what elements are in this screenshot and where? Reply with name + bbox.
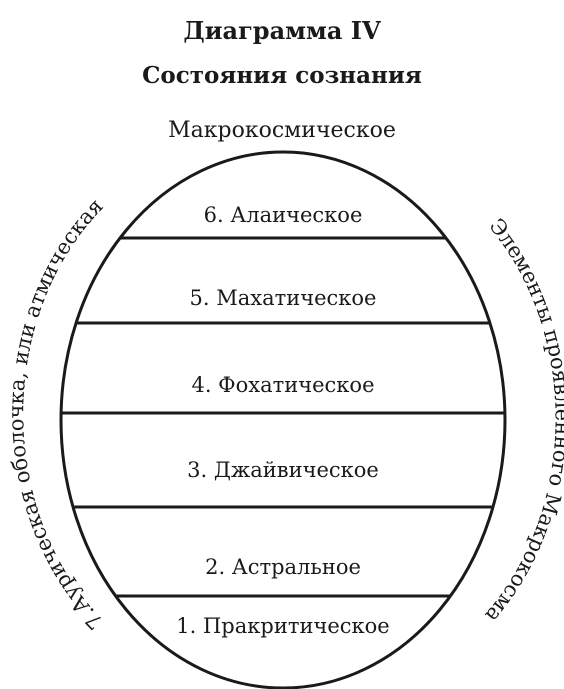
macrocosmic-label: Макрокосмическое	[168, 118, 396, 143]
level-label-3: 3. Джайвическое	[187, 458, 379, 482]
level-labels: 6. Алаическое 5. Махатическое 4. Фохатичес…	[176, 203, 389, 638]
diagram-subtitle: Состояния сознания	[142, 62, 422, 89]
level-label-4: 4. Фохатическое	[191, 373, 374, 397]
diagram-title: Диаграмма IV	[183, 16, 381, 45]
level-label-6: 6. Алаическое	[204, 203, 363, 227]
level-dividers	[61, 236, 505, 598]
right-side-label: Элементы проявленного Макрокосма	[481, 214, 564, 627]
level-label-5: 5. Махатическое	[190, 286, 377, 310]
level-label-1: 1. Пракритическое	[176, 614, 389, 638]
right-side-label-text: Элементы проявленного Макрокосма	[481, 214, 564, 627]
level-label-2: 2. Астральное	[205, 555, 361, 579]
sphere-outline	[59, 150, 507, 689]
